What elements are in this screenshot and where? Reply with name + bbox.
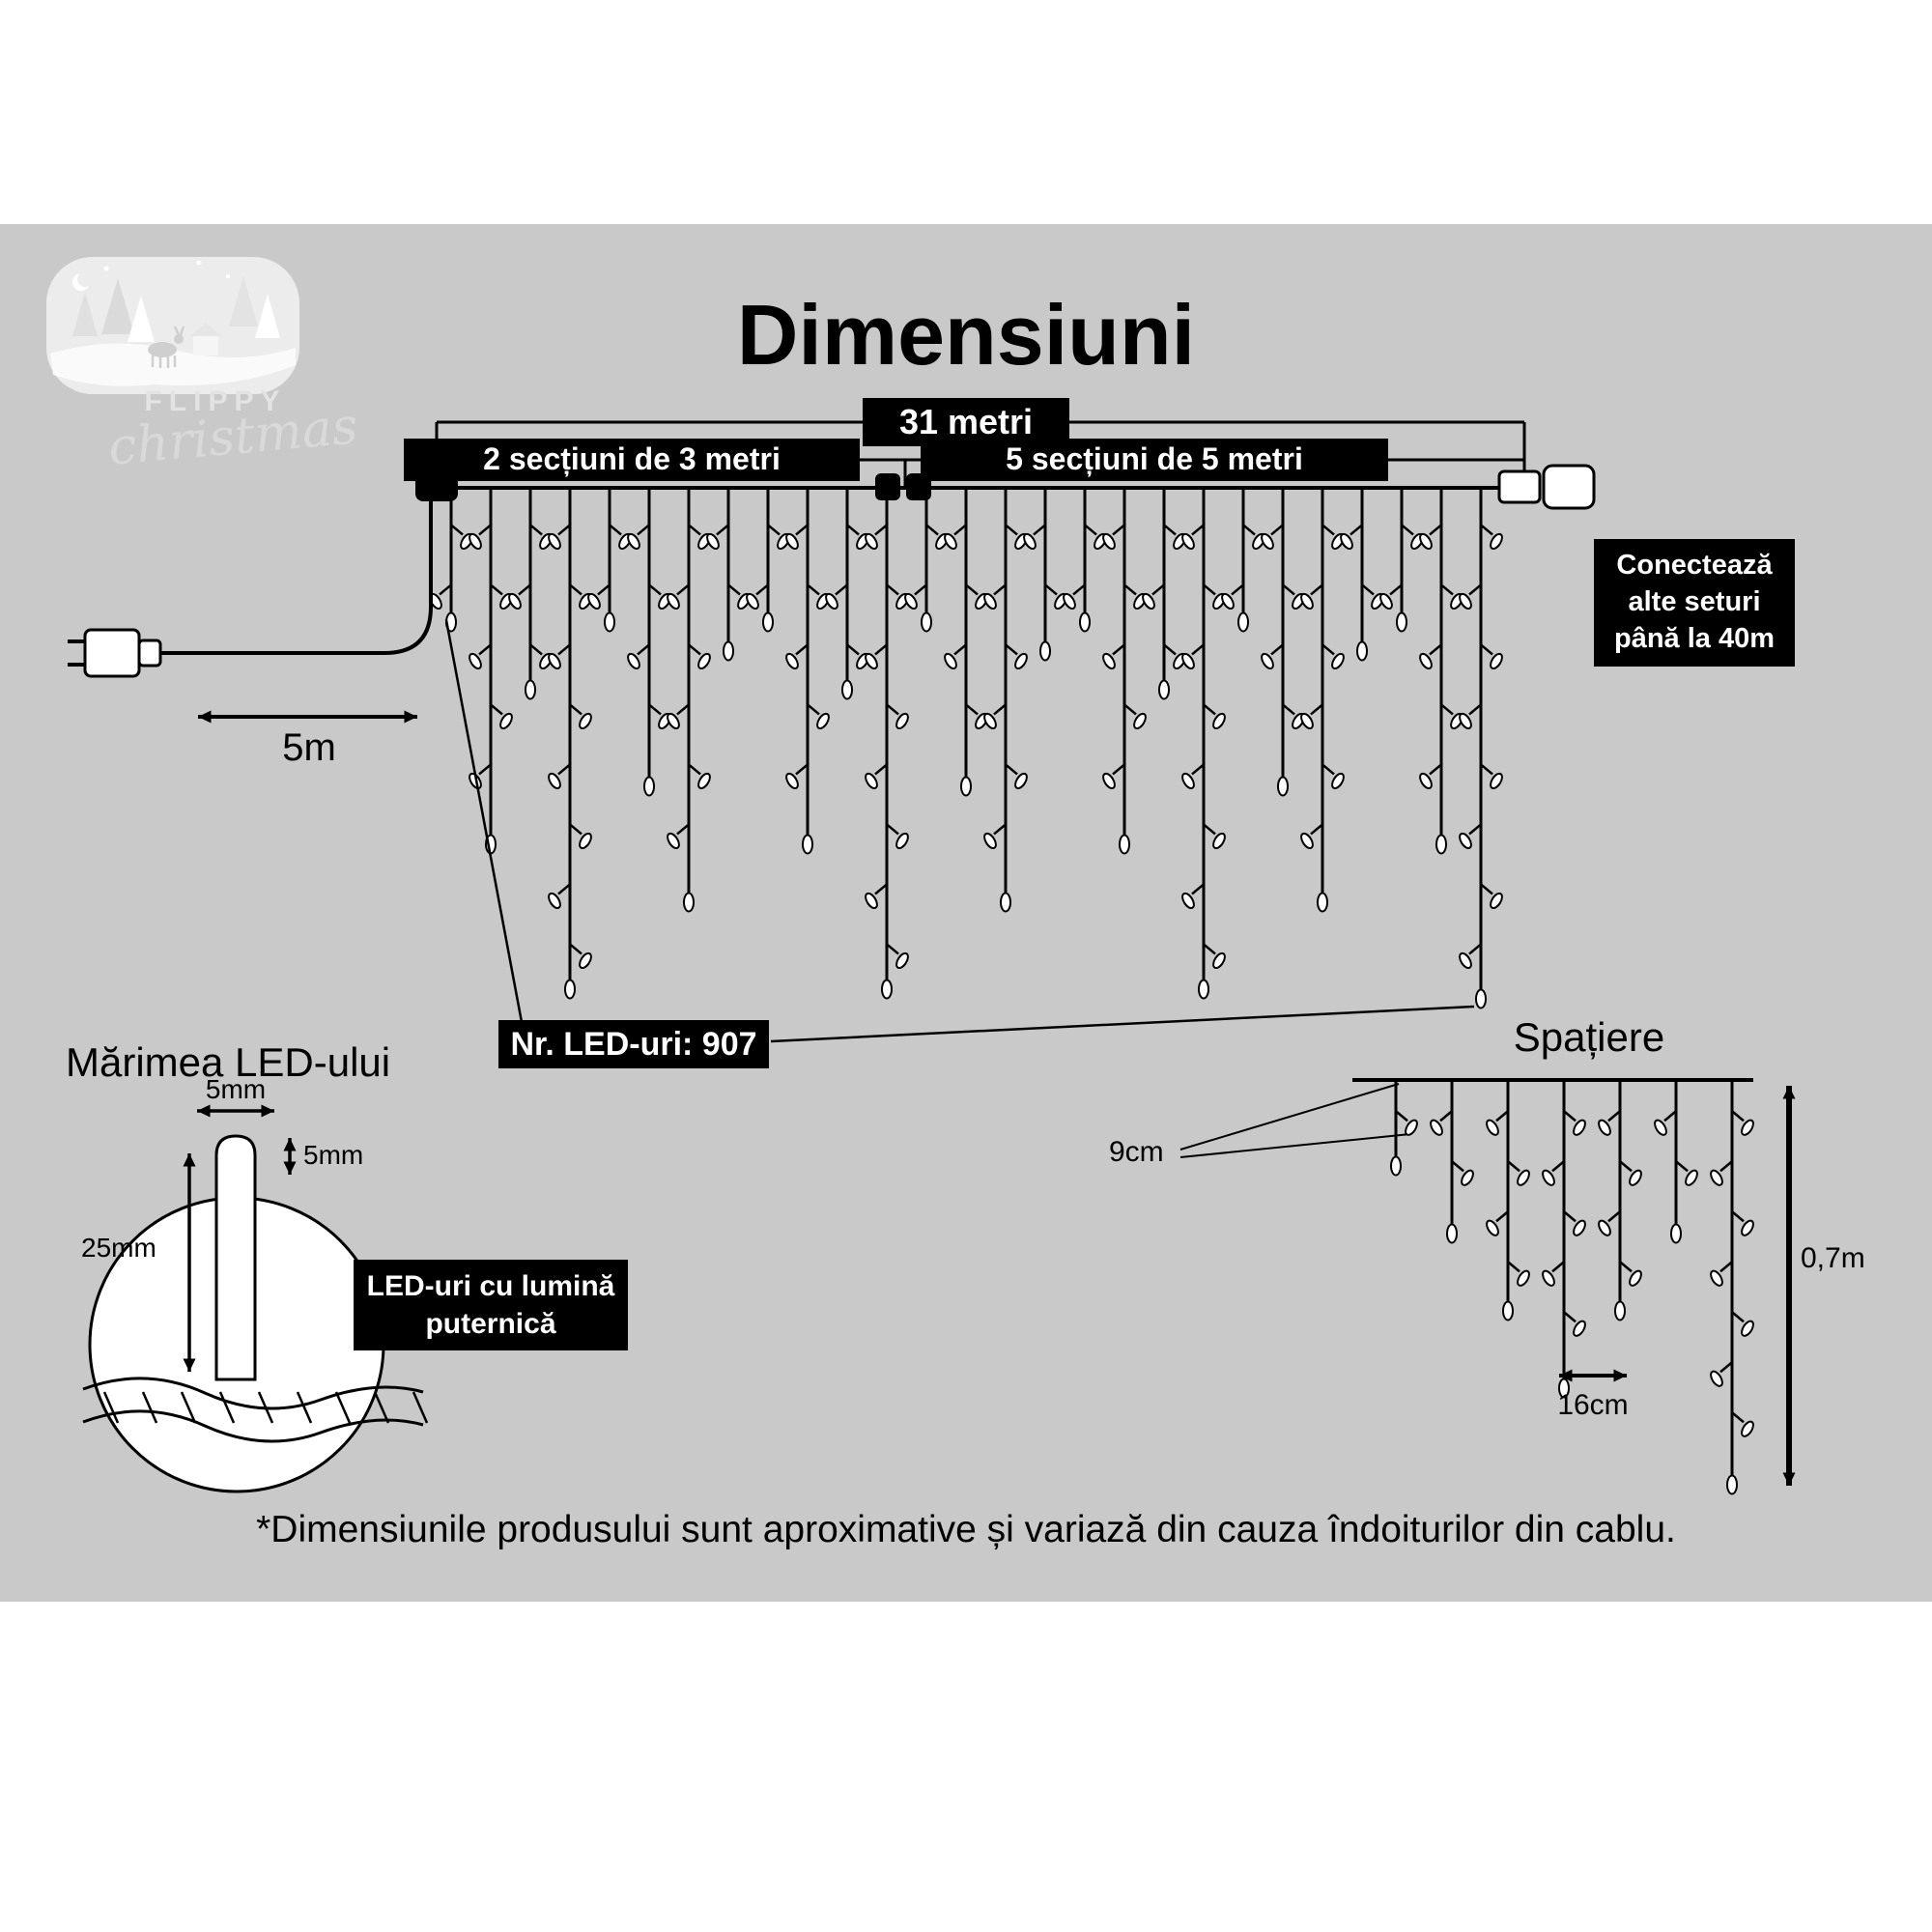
- led-callout-line1: LED-uri cu lumină: [366, 1270, 615, 1302]
- page-title: Dimensiuni: [736, 287, 1196, 383]
- main-string: [415, 420, 1526, 1009]
- connect-line2: alte seturi: [1628, 586, 1761, 618]
- annotation-lines: [444, 619, 1475, 1158]
- connect-line3: până la 40m: [1613, 622, 1776, 654]
- led-size-title: Mărimea LED-ului: [66, 1039, 391, 1085]
- left-section-label: 2 secțiuni de 3 metri: [404, 439, 860, 481]
- lead-plug-icon: [68, 501, 433, 724]
- led-callout-line2: puternică: [425, 1308, 556, 1340]
- logo-brand-text: FLIPPY: [144, 385, 287, 417]
- connect-line1: Conectează: [1616, 550, 1773, 582]
- footnote: *Dimensiunile produsului sunt aproximati…: [256, 1509, 1676, 1550]
- spacing-diagram: [1352, 1078, 1796, 1495]
- logo-scene-icon: [46, 257, 299, 394]
- led-cap-height-label: 5mm: [303, 1140, 364, 1170]
- end-connector-icon: [1497, 464, 1596, 510]
- drop-gap-label: 9cm: [1109, 1136, 1164, 1168]
- led-callout-label: LED-uri cu lumină puternică: [354, 1260, 628, 1350]
- right-section-label: 5 secțiuni de 5 metri: [921, 439, 1388, 481]
- lead-length-label: 5m: [282, 726, 336, 769]
- led-body-height-label: 25mm: [81, 1233, 156, 1263]
- led-gap-label: 16cm: [1557, 1389, 1629, 1421]
- led-width-label: 5mm: [205, 1074, 267, 1104]
- led-count-label: Nr. LED-uri: 907: [498, 1020, 769, 1068]
- total-length-label: 31 metri: [863, 398, 1069, 446]
- connect-sets-label: Conectează alte seturi până la 40m: [1594, 539, 1795, 667]
- drop-height-label: 0,7m: [1801, 1242, 1865, 1274]
- spacing-title: Spațiere: [1513, 1014, 1665, 1060]
